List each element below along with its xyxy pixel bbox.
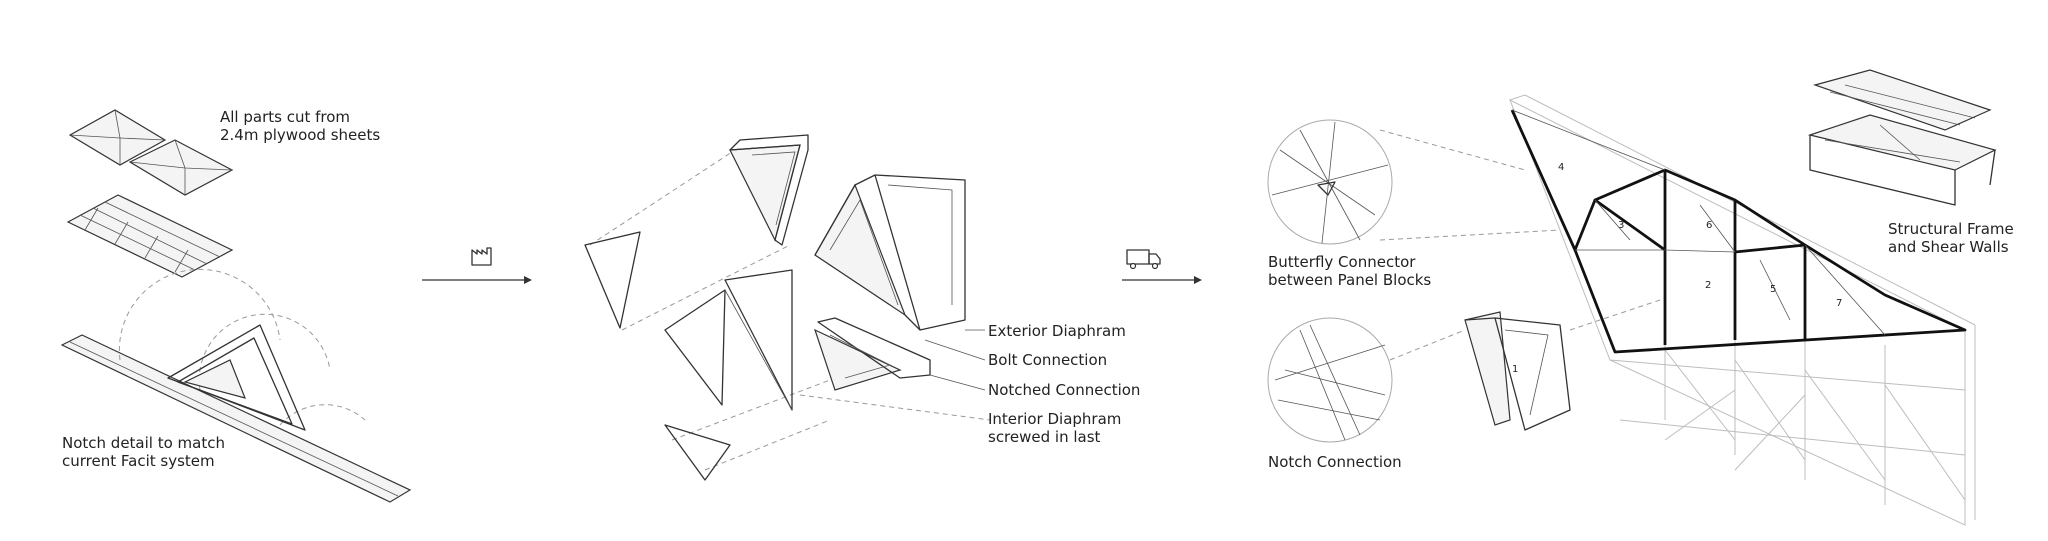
- butterfly-label-line1: Butterfly Connector: [1268, 253, 1416, 271]
- structural-label-line1: Structural Frame: [1888, 220, 2014, 238]
- detail-circle-butterfly: [1267, 119, 1393, 245]
- arrow-head-2: [1194, 276, 1202, 284]
- structural-frame-model: [1807, 69, 1997, 206]
- panel-number-1: 1: [1512, 364, 1518, 375]
- panel-number-4: 4: [1558, 162, 1564, 173]
- arrow-head-1: [524, 276, 532, 284]
- highlighted-frame: 4 3 2 6 5 7: [1510, 109, 1967, 354]
- panel-number-6: 6: [1706, 220, 1712, 231]
- exterior-diaphragm-pair: [664, 269, 793, 411]
- plywood-sheet-top: [68, 109, 234, 196]
- exploded-panel-block: 1: [1464, 311, 1571, 431]
- panel-number-3: 3: [1618, 220, 1624, 231]
- wall-grid: [1509, 94, 1976, 526]
- structural-label-line2: and Shear Walls: [1888, 238, 2009, 256]
- notch-connection-label: Notch Connection: [1268, 453, 1402, 471]
- truck-icon: [1126, 249, 1161, 270]
- plywood-label-line2: 2.4m plywood sheets: [220, 126, 381, 144]
- interior-diaphragm-left: [584, 231, 641, 329]
- panel-block-small: [813, 317, 931, 391]
- interior-diaphram-label-line2: screwed in last: [988, 428, 1101, 446]
- panel-number-7: 7: [1836, 298, 1842, 309]
- panel-block-large: [814, 174, 966, 331]
- guide-butterfly-2: [1379, 229, 1561, 241]
- guide-butterfly: [1379, 129, 1526, 171]
- dashed-guide-lines: [589, 149, 991, 471]
- guide-notch: [1389, 329, 1466, 361]
- notch-detail-label-line2: current Facit system: [62, 452, 215, 470]
- butterfly-label-line2: between Panel Blocks: [1268, 271, 1432, 289]
- plywood-sheet-strips: [66, 194, 234, 278]
- notch-detail-label-line1: Notch detail to match: [62, 434, 225, 452]
- factory-icon: [471, 247, 492, 266]
- panel-block-top: [729, 134, 809, 246]
- notched-connection-label: Notched Connection: [988, 381, 1141, 399]
- guide-block: [1569, 299, 1661, 331]
- callout-leaders: [924, 329, 986, 391]
- detail-circle-notch: [1267, 317, 1393, 443]
- bolt-connection-label: Bolt Connection: [988, 351, 1108, 369]
- exterior-diaphram-label: Exterior Diaphram: [988, 322, 1126, 340]
- panel-number-5: 5: [1770, 284, 1776, 295]
- interior-diaphram-label-line1: Interior Diaphram: [988, 410, 1122, 428]
- plywood-label-line1: All parts cut from: [220, 108, 351, 126]
- interior-diaphragm-bottom: [664, 424, 731, 481]
- notch-detail-drawing: [60, 268, 412, 503]
- panel-number-2: 2: [1705, 280, 1711, 291]
